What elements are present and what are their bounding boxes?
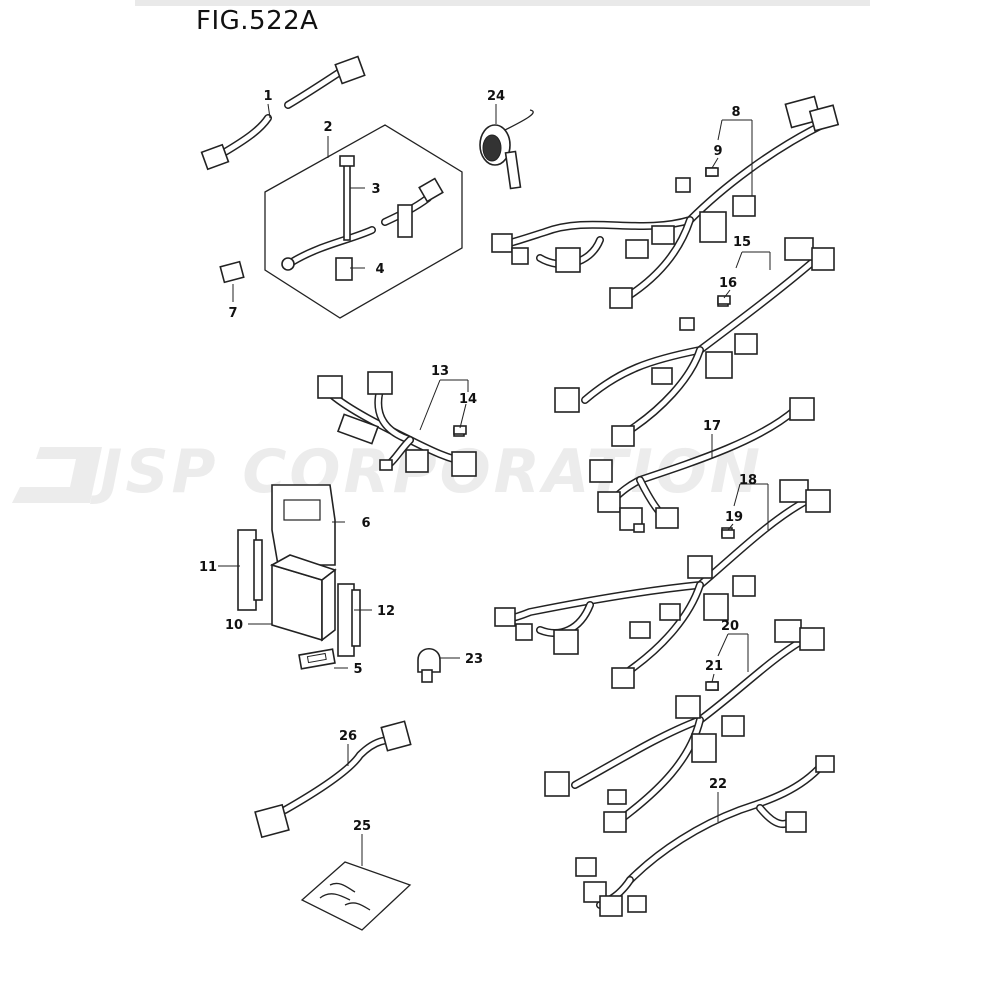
callout-3: 3 <box>371 182 380 197</box>
part-2-kit <box>264 124 463 319</box>
part-6-bracket <box>271 484 336 566</box>
top-border <box>135 0 870 6</box>
part-5-grommet <box>298 648 336 670</box>
part-8-harness <box>491 95 840 309</box>
part-17-harness <box>589 397 815 533</box>
part-7-clip <box>219 260 245 284</box>
callout-1: 1 <box>263 89 272 104</box>
callout-13: 13 <box>431 364 449 379</box>
callout-6: 6 <box>361 516 370 531</box>
callout-20: 20 <box>721 619 739 634</box>
callout-11: 11 <box>199 560 217 575</box>
callout-8: 8 <box>731 105 740 120</box>
callout-labels: 1 2 3 4 5 6 7 8 9 10 11 12 13 14 15 16 1… <box>199 89 757 834</box>
part-12-bracket <box>337 583 361 657</box>
callout-2: 2 <box>323 120 332 135</box>
part-23-clamp <box>417 647 441 683</box>
callout-25: 25 <box>353 819 371 834</box>
callout-16: 16 <box>719 276 737 291</box>
callout-23: 23 <box>465 652 483 667</box>
callout-5: 5 <box>353 662 362 677</box>
callout-12: 12 <box>377 604 395 619</box>
callout-7: 7 <box>228 306 237 321</box>
callout-10: 10 <box>225 618 243 633</box>
part-22-harness <box>575 755 835 917</box>
callout-19: 19 <box>725 510 743 525</box>
callout-22: 22 <box>709 777 727 792</box>
callout-4: 4 <box>375 262 384 277</box>
callout-9: 9 <box>713 144 722 159</box>
callout-26: 26 <box>339 729 357 744</box>
callout-15: 15 <box>733 235 751 250</box>
part-18-harness <box>494 479 831 689</box>
callout-14: 14 <box>459 392 477 407</box>
part-20-harness <box>544 619 825 833</box>
callout-24: 24 <box>487 89 505 104</box>
callout-18: 18 <box>739 473 757 488</box>
small-fasteners <box>453 167 735 691</box>
part-26-cable <box>254 720 412 839</box>
part-24-grommet <box>479 109 534 190</box>
watermark-logo <box>12 447 102 503</box>
part-15-harness <box>554 237 835 447</box>
callout-21: 21 <box>705 659 723 674</box>
figure-title: FIG.522A <box>196 6 319 36</box>
part-11-bracket <box>237 529 263 611</box>
part-10-control-unit <box>269 554 337 642</box>
callout-17: 17 <box>703 419 721 434</box>
part-1-cable <box>200 55 366 171</box>
part-25-bag <box>300 861 412 931</box>
part-13-harness <box>317 371 477 477</box>
leader-lines <box>218 103 771 866</box>
